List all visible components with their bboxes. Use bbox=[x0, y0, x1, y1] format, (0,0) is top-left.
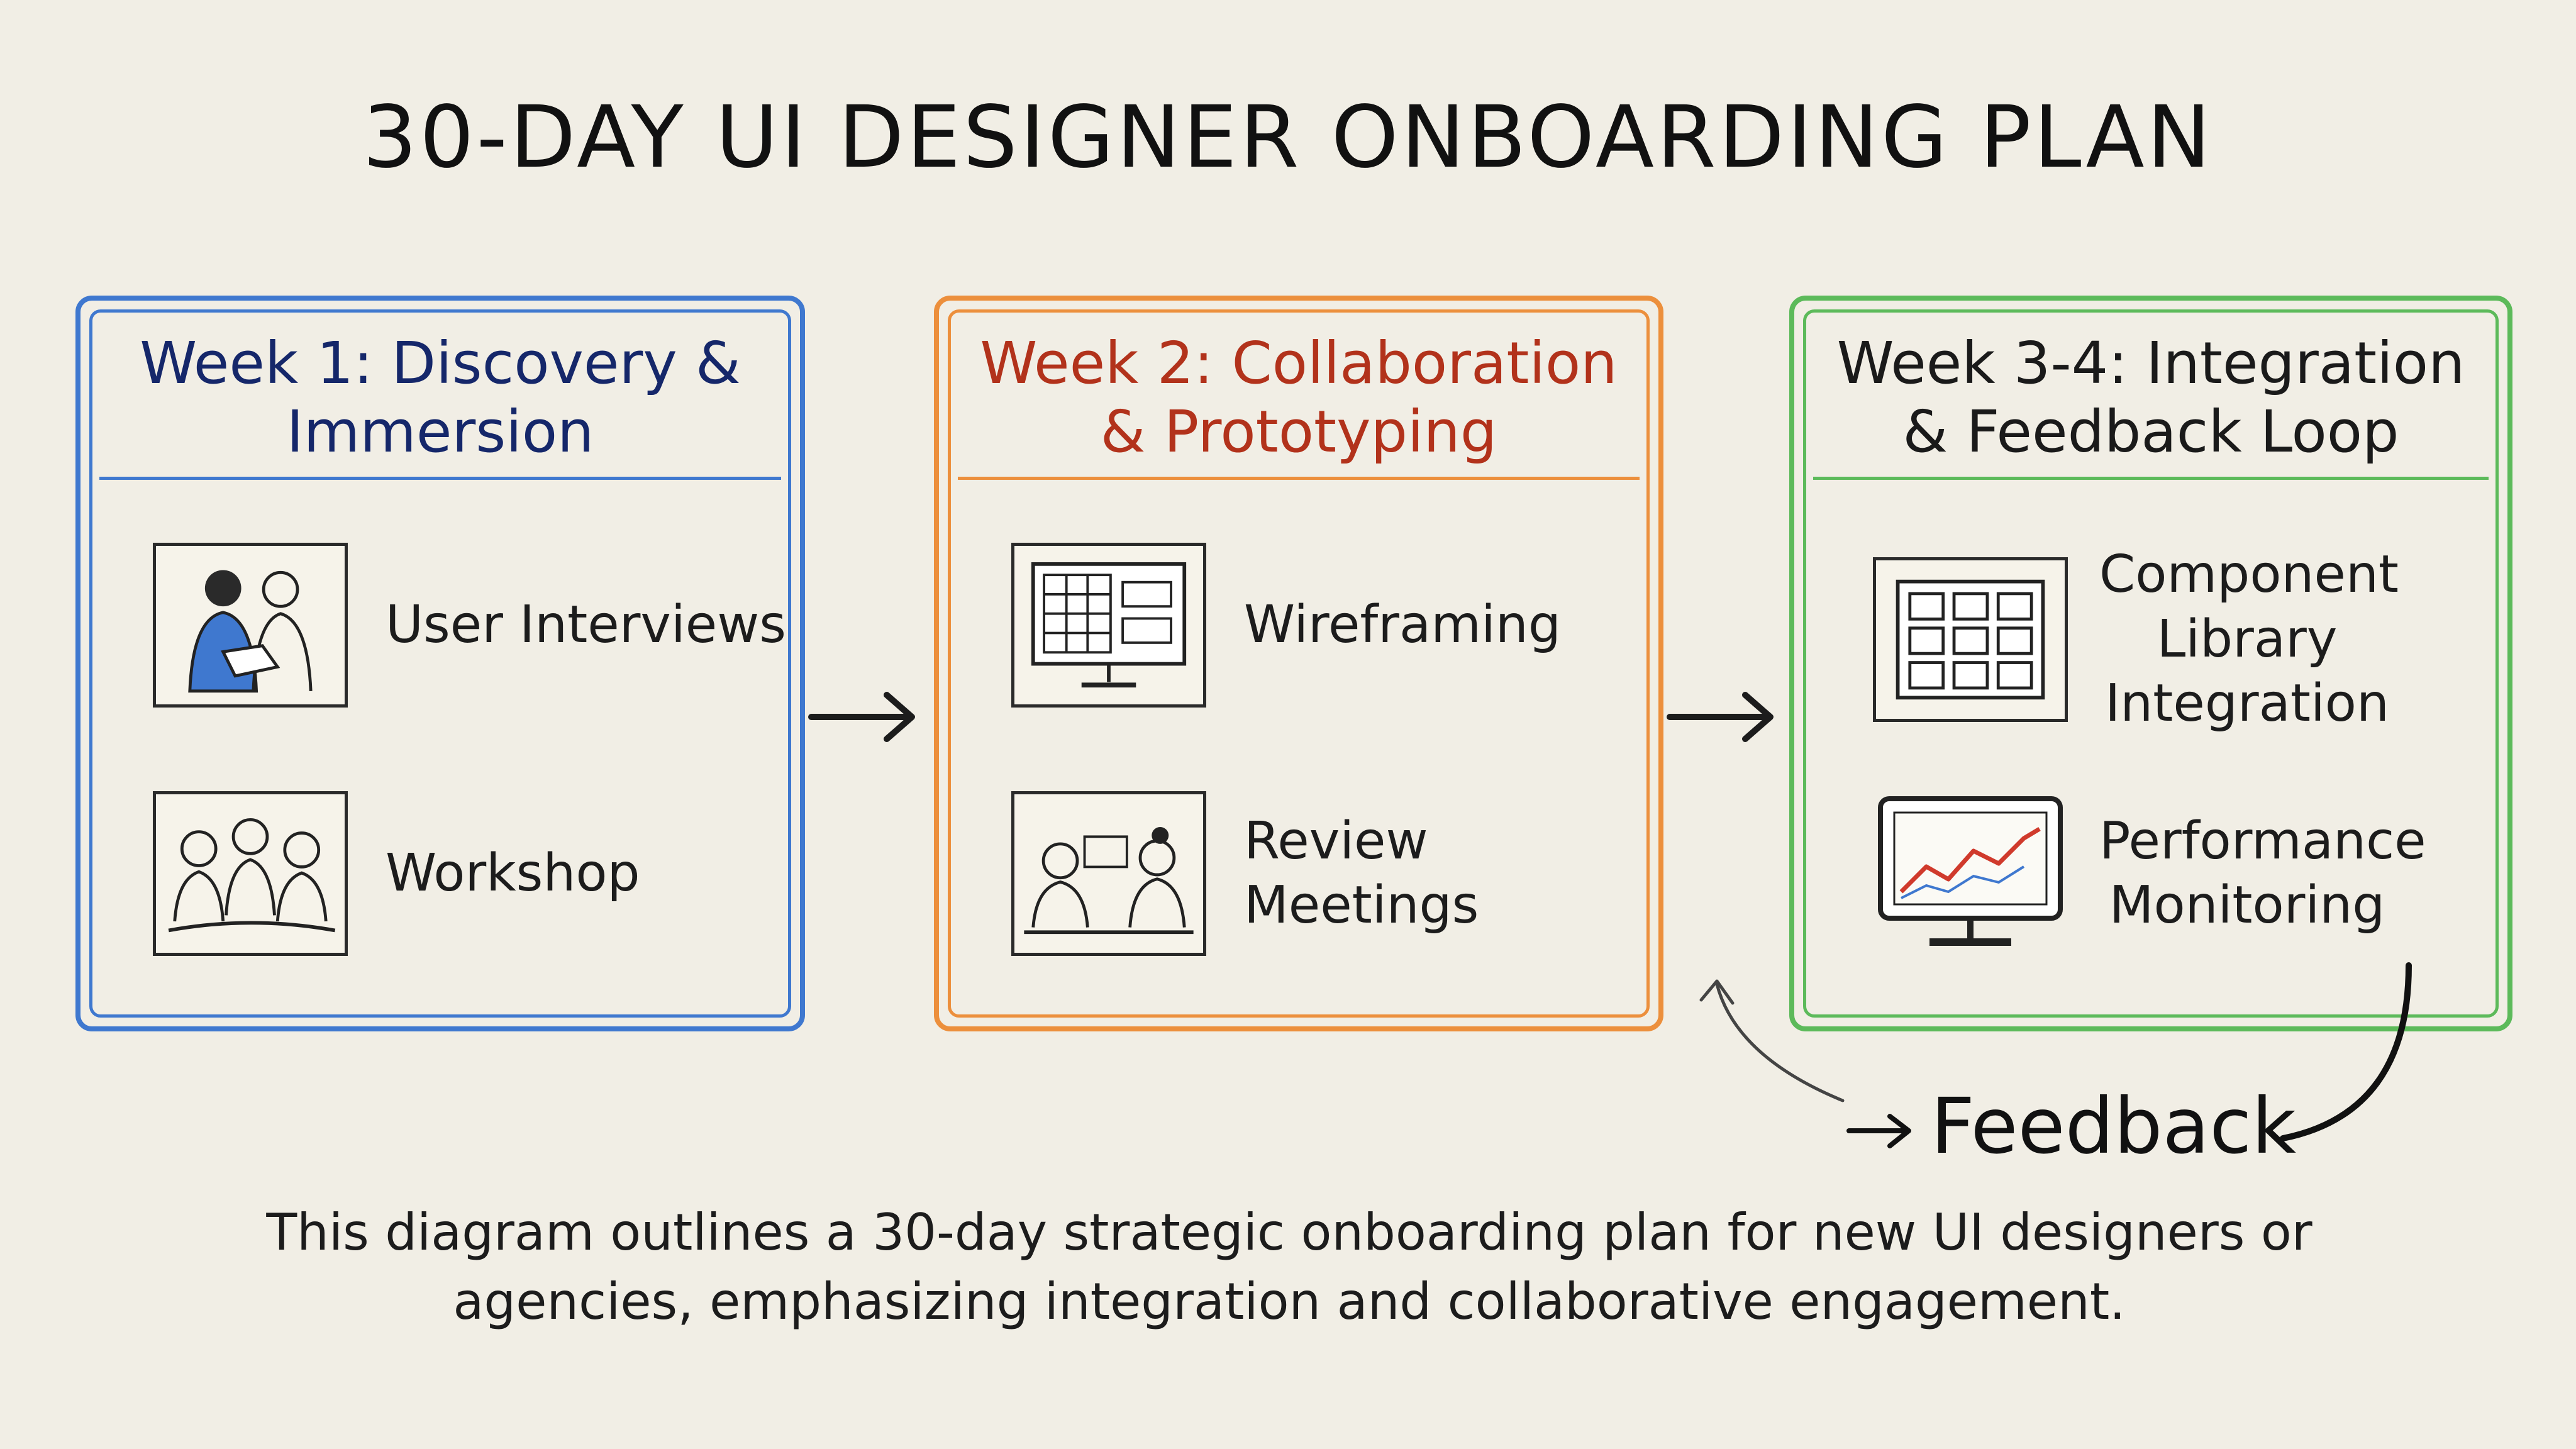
arrow-week2-to-week3 bbox=[1667, 692, 1774, 742]
user-interviews-icon bbox=[153, 543, 348, 708]
workshop-item: Workshop bbox=[153, 791, 640, 956]
review-meetings-item: Review Meetings bbox=[1011, 791, 1658, 956]
review-meetings-label: Review Meetings bbox=[1244, 811, 1479, 936]
feedback-loop-arrow bbox=[1699, 962, 2412, 1148]
review-meeting-icon bbox=[1011, 791, 1206, 956]
diagram-description: This diagram outlines a 30-day strategic… bbox=[266, 1203, 2312, 1331]
wireframe-monitor-icon bbox=[1011, 543, 1206, 708]
arrow-week1-to-week2 bbox=[808, 692, 915, 742]
feedback-label: Feedback bbox=[1931, 1082, 2296, 1171]
week-1-card: Week 1: Discovery & Immersion User Inter… bbox=[75, 296, 805, 1031]
component-library-label: Component Library Integration bbox=[2099, 545, 2399, 733]
workshop-icon bbox=[153, 791, 348, 956]
performance-monitoring-label: Performance Monitoring bbox=[2099, 811, 2426, 936]
diagram-title: 30-DAY UI DESIGNER ONBOARDING PLAN bbox=[362, 88, 2214, 187]
week-3-4-card: Week 3-4: Integration & Feedback Loop Co… bbox=[1789, 296, 2512, 1031]
wireframing-item: Wireframing bbox=[1011, 543, 1561, 708]
week-2-header: Week 2: Collaboration & Prototyping bbox=[958, 319, 1640, 480]
user-interviews-label: User Interviews bbox=[386, 594, 786, 655]
week-1-header: Week 1: Discovery & Immersion bbox=[99, 319, 781, 480]
user-interviews-item: User Interviews bbox=[153, 543, 786, 708]
week-3-4-title: Week 3-4: Integration & Feedback Loop bbox=[1836, 330, 2465, 465]
wireframing-label: Wireframing bbox=[1244, 594, 1561, 655]
performance-chart-icon bbox=[1873, 791, 2068, 956]
component-grid-icon bbox=[1873, 557, 2068, 722]
week-2-card: Week 2: Collaboration & Prototyping Wire… bbox=[934, 296, 1663, 1031]
component-library-item: Component Library Integration bbox=[1873, 543, 2399, 736]
week-3-4-header: Week 3-4: Integration & Feedback Loop bbox=[1813, 319, 2489, 480]
performance-monitoring-item: Performance Monitoring bbox=[1873, 791, 2426, 956]
week-1-title: Week 1: Discovery & Immersion bbox=[140, 330, 741, 465]
week-2-title: Week 2: Collaboration & Prototyping bbox=[980, 330, 1618, 465]
workshop-label: Workshop bbox=[386, 843, 640, 903]
